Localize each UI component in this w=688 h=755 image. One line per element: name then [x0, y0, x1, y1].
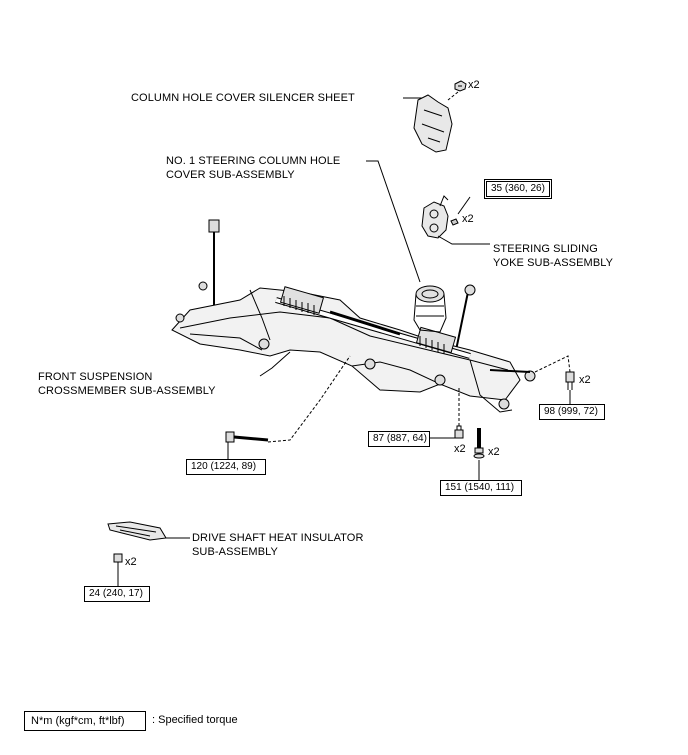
insulator-bolt-icon: [113, 553, 123, 570]
arm-bolt-right-icon: [565, 371, 575, 390]
arm-bolt-right-dash: [534, 355, 571, 373]
arm-bolt-right-qty: x2: [579, 374, 591, 386]
silencer-clip-leader: [447, 91, 459, 101]
torque-box-yoke: 35 (360, 26): [486, 181, 550, 197]
sliding-yoke-label-line1: STEERING SLIDING: [493, 243, 598, 255]
legend-description: : Specified torque: [152, 714, 238, 726]
arm-nut-qty: x2: [454, 443, 466, 455]
crossmember-label-line2: CROSSMEMBER SUB-ASSEMBLY: [38, 385, 216, 397]
arm-nut-icon: [454, 425, 464, 439]
yoke-torque-leader: [457, 196, 471, 215]
torque-box-arm-bolt-right: 98 (999, 72): [539, 404, 605, 420]
crossmember-leader: [259, 351, 291, 377]
column-cover-label-line1: NO. 1 STEERING COLUMN HOLE: [166, 155, 341, 167]
heat-insulator-label-line1: DRIVE SHAFT HEAT INSULATOR: [192, 532, 364, 544]
heat-insulator-part: [107, 521, 167, 541]
yoke-label-leader: [437, 235, 490, 245]
torque-box-crossmember-bolt: 120 (1224, 89): [186, 459, 266, 475]
crossmember-bolt-icon: [225, 431, 269, 443]
crossmember-part: [171, 287, 536, 413]
sliding-yoke-part: [421, 195, 449, 239]
yoke-bolt-icon: [450, 218, 459, 226]
column-cover-leader: [366, 160, 421, 283]
legend-unit-box: N*m (kgf*cm, ft*lbf): [24, 711, 146, 731]
silencer-clip-qty: x2: [468, 79, 480, 91]
column-cover-part: [413, 285, 447, 333]
silencer-clip-icon: [454, 80, 467, 92]
rear-bolt-qty: x2: [488, 446, 500, 458]
silencer-sheet-part: [413, 94, 453, 153]
torque-box-arm-nut: 87 (887, 64): [368, 431, 430, 447]
torque-box-insulator-bolt: 24 (240, 17): [84, 586, 150, 602]
heat-insulator-label-line2: SUB-ASSEMBLY: [192, 546, 278, 558]
yoke-bolt-qty: x2: [462, 213, 474, 225]
rear-bolt-icon: [473, 428, 485, 459]
column-cover-label-line2: COVER SUB-ASSEMBLY: [166, 169, 295, 181]
torque-box-rear-bolt: 151 (1540, 111): [440, 480, 522, 496]
sliding-yoke-label-line2: YOKE SUB-ASSEMBLY: [493, 257, 614, 269]
crossmember-label-line1: FRONT SUSPENSION: [38, 371, 153, 383]
insulator-bolt-qty: x2: [125, 556, 137, 568]
steering-rack-part: [275, 286, 471, 359]
silencer-sheet-label: COLUMN HOLE COVER SILENCER SHEET: [131, 92, 355, 104]
crossmember-bolt-dash: [267, 355, 351, 443]
